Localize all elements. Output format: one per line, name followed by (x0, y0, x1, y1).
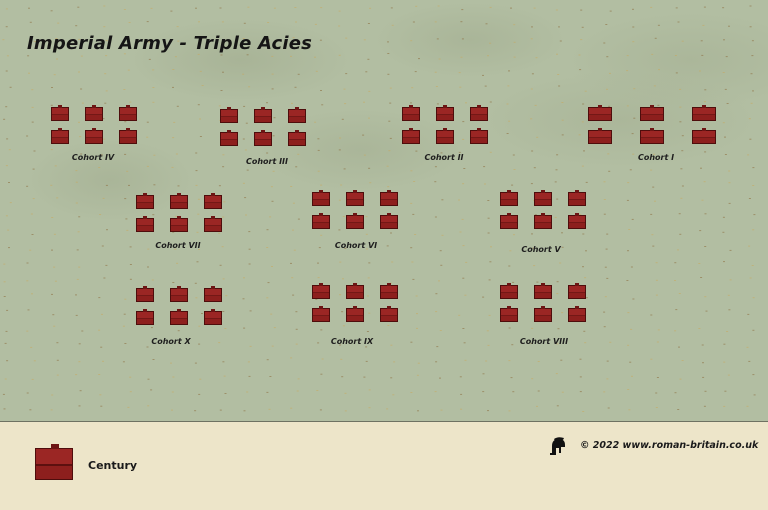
century-block (380, 306, 398, 322)
century-block (568, 283, 586, 299)
century-block (312, 306, 330, 322)
century-block (312, 283, 330, 299)
century-block (436, 128, 454, 144)
century-block (170, 309, 188, 325)
century-block (500, 213, 518, 229)
century-block (692, 105, 716, 121)
century-block (254, 130, 272, 146)
century-block (204, 309, 222, 325)
century-block (500, 306, 518, 322)
century-block (288, 130, 306, 146)
century-block (312, 213, 330, 229)
century-block (51, 105, 69, 121)
century-block (534, 190, 552, 206)
cohort-label: Cohort X (151, 337, 191, 346)
century-block (220, 130, 238, 146)
century-block (588, 105, 612, 121)
cohort-label: Cohort III (245, 157, 289, 166)
century-block (588, 128, 612, 144)
century-block (500, 190, 518, 206)
century-block (380, 213, 398, 229)
diagram-title: Imperial Army - Triple Acies (27, 33, 313, 54)
century-block (170, 216, 188, 232)
century-block (136, 216, 154, 232)
century-block (346, 213, 364, 229)
century-block (640, 128, 664, 144)
century-block (380, 283, 398, 299)
century-block (402, 105, 420, 121)
century-block (136, 193, 154, 209)
century-block (436, 105, 454, 121)
century-block (288, 107, 306, 123)
century-block (402, 128, 420, 144)
century-block (254, 107, 272, 123)
century-block (170, 286, 188, 302)
century-block (136, 286, 154, 302)
cohort-label: Cohort VI (334, 241, 378, 250)
cohort-label: Cohort I (637, 153, 675, 162)
cohort-label: Cohort IV (71, 153, 115, 162)
century-block (119, 128, 137, 144)
century-block (85, 105, 103, 121)
cohort-label: Cohort VII (155, 241, 201, 250)
century-block (119, 105, 137, 121)
roman-helmet-icon (550, 437, 565, 455)
century-block (692, 128, 716, 144)
century-block (568, 213, 586, 229)
century-block (85, 128, 103, 144)
century-block (568, 306, 586, 322)
legend-label: Century (88, 459, 138, 472)
cohort-label: Cohort II (424, 153, 464, 162)
century-block (534, 306, 552, 322)
century-block (204, 193, 222, 209)
century-block (312, 190, 330, 206)
cohort-label: Cohort IX (330, 337, 374, 346)
copyright-text: © 2022 www.roman-britain.co.uk (580, 440, 759, 451)
century-block (470, 128, 488, 144)
century-block (170, 193, 188, 209)
century-block (220, 107, 238, 123)
century-block (204, 216, 222, 232)
century-block (51, 128, 69, 144)
century-block (640, 105, 664, 121)
battlefield (0, 0, 768, 422)
field-texture (2, 5, 756, 412)
cohort-label: Cohort V (521, 245, 561, 254)
century-block (500, 283, 518, 299)
century-block (534, 283, 552, 299)
century-block (346, 306, 364, 322)
century-block (136, 309, 154, 325)
century-block-icon (35, 444, 73, 480)
century-block (204, 286, 222, 302)
century-block (346, 190, 364, 206)
cohort-label: Cohort VIII (519, 337, 569, 346)
century-block (346, 283, 364, 299)
century-block (568, 190, 586, 206)
century-block (534, 213, 552, 229)
century-block (470, 105, 488, 121)
century-block (380, 190, 398, 206)
